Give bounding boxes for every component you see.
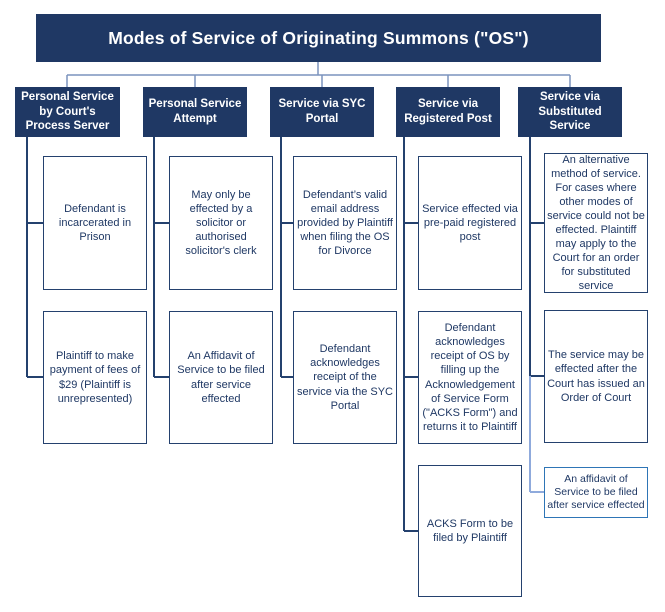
page-title: Modes of Service of Originating Summons … xyxy=(36,14,601,62)
flow-box: ACKS Form to be filed by Plaintiff xyxy=(418,465,522,597)
substituted-affidavit-connector xyxy=(529,376,544,493)
header-service-syc-portal: Service via SYC Portal xyxy=(270,87,374,137)
flow-box: Service effected via pre-paid registered… xyxy=(418,156,522,290)
flow-box: Defendant’s valid email address provided… xyxy=(293,156,397,290)
title-to-headers-connector xyxy=(66,62,571,87)
flow-box: Defendant is incarcerated in Prison xyxy=(43,156,147,290)
flow-box: May only be effected by a solicitor or a… xyxy=(169,156,273,290)
flow-box: An Affidavit of Service to be filed afte… xyxy=(169,311,273,444)
flow-box: An affidavit of Service to be filed afte… xyxy=(544,467,648,518)
flow-box: Plaintiff to make payment of fees of $29… xyxy=(43,311,147,444)
header-personal-service-attempt: Personal Service Attempt xyxy=(143,87,247,137)
header-service-registered-post: Service via Registered Post xyxy=(396,87,500,137)
flow-box: The service may be effected after the Co… xyxy=(544,310,648,443)
header-personal-service-process-server: Personal Service by Court's Process Serv… xyxy=(15,87,120,137)
flow-box: Defendant acknowledges receipt of OS by … xyxy=(418,311,522,444)
header-service-substituted: Service via Substituted Service xyxy=(518,87,622,137)
flow-box: Defendant acknowledges receipt of the se… xyxy=(293,311,397,444)
flow-box: An alternative method of service. For ca… xyxy=(544,153,648,293)
